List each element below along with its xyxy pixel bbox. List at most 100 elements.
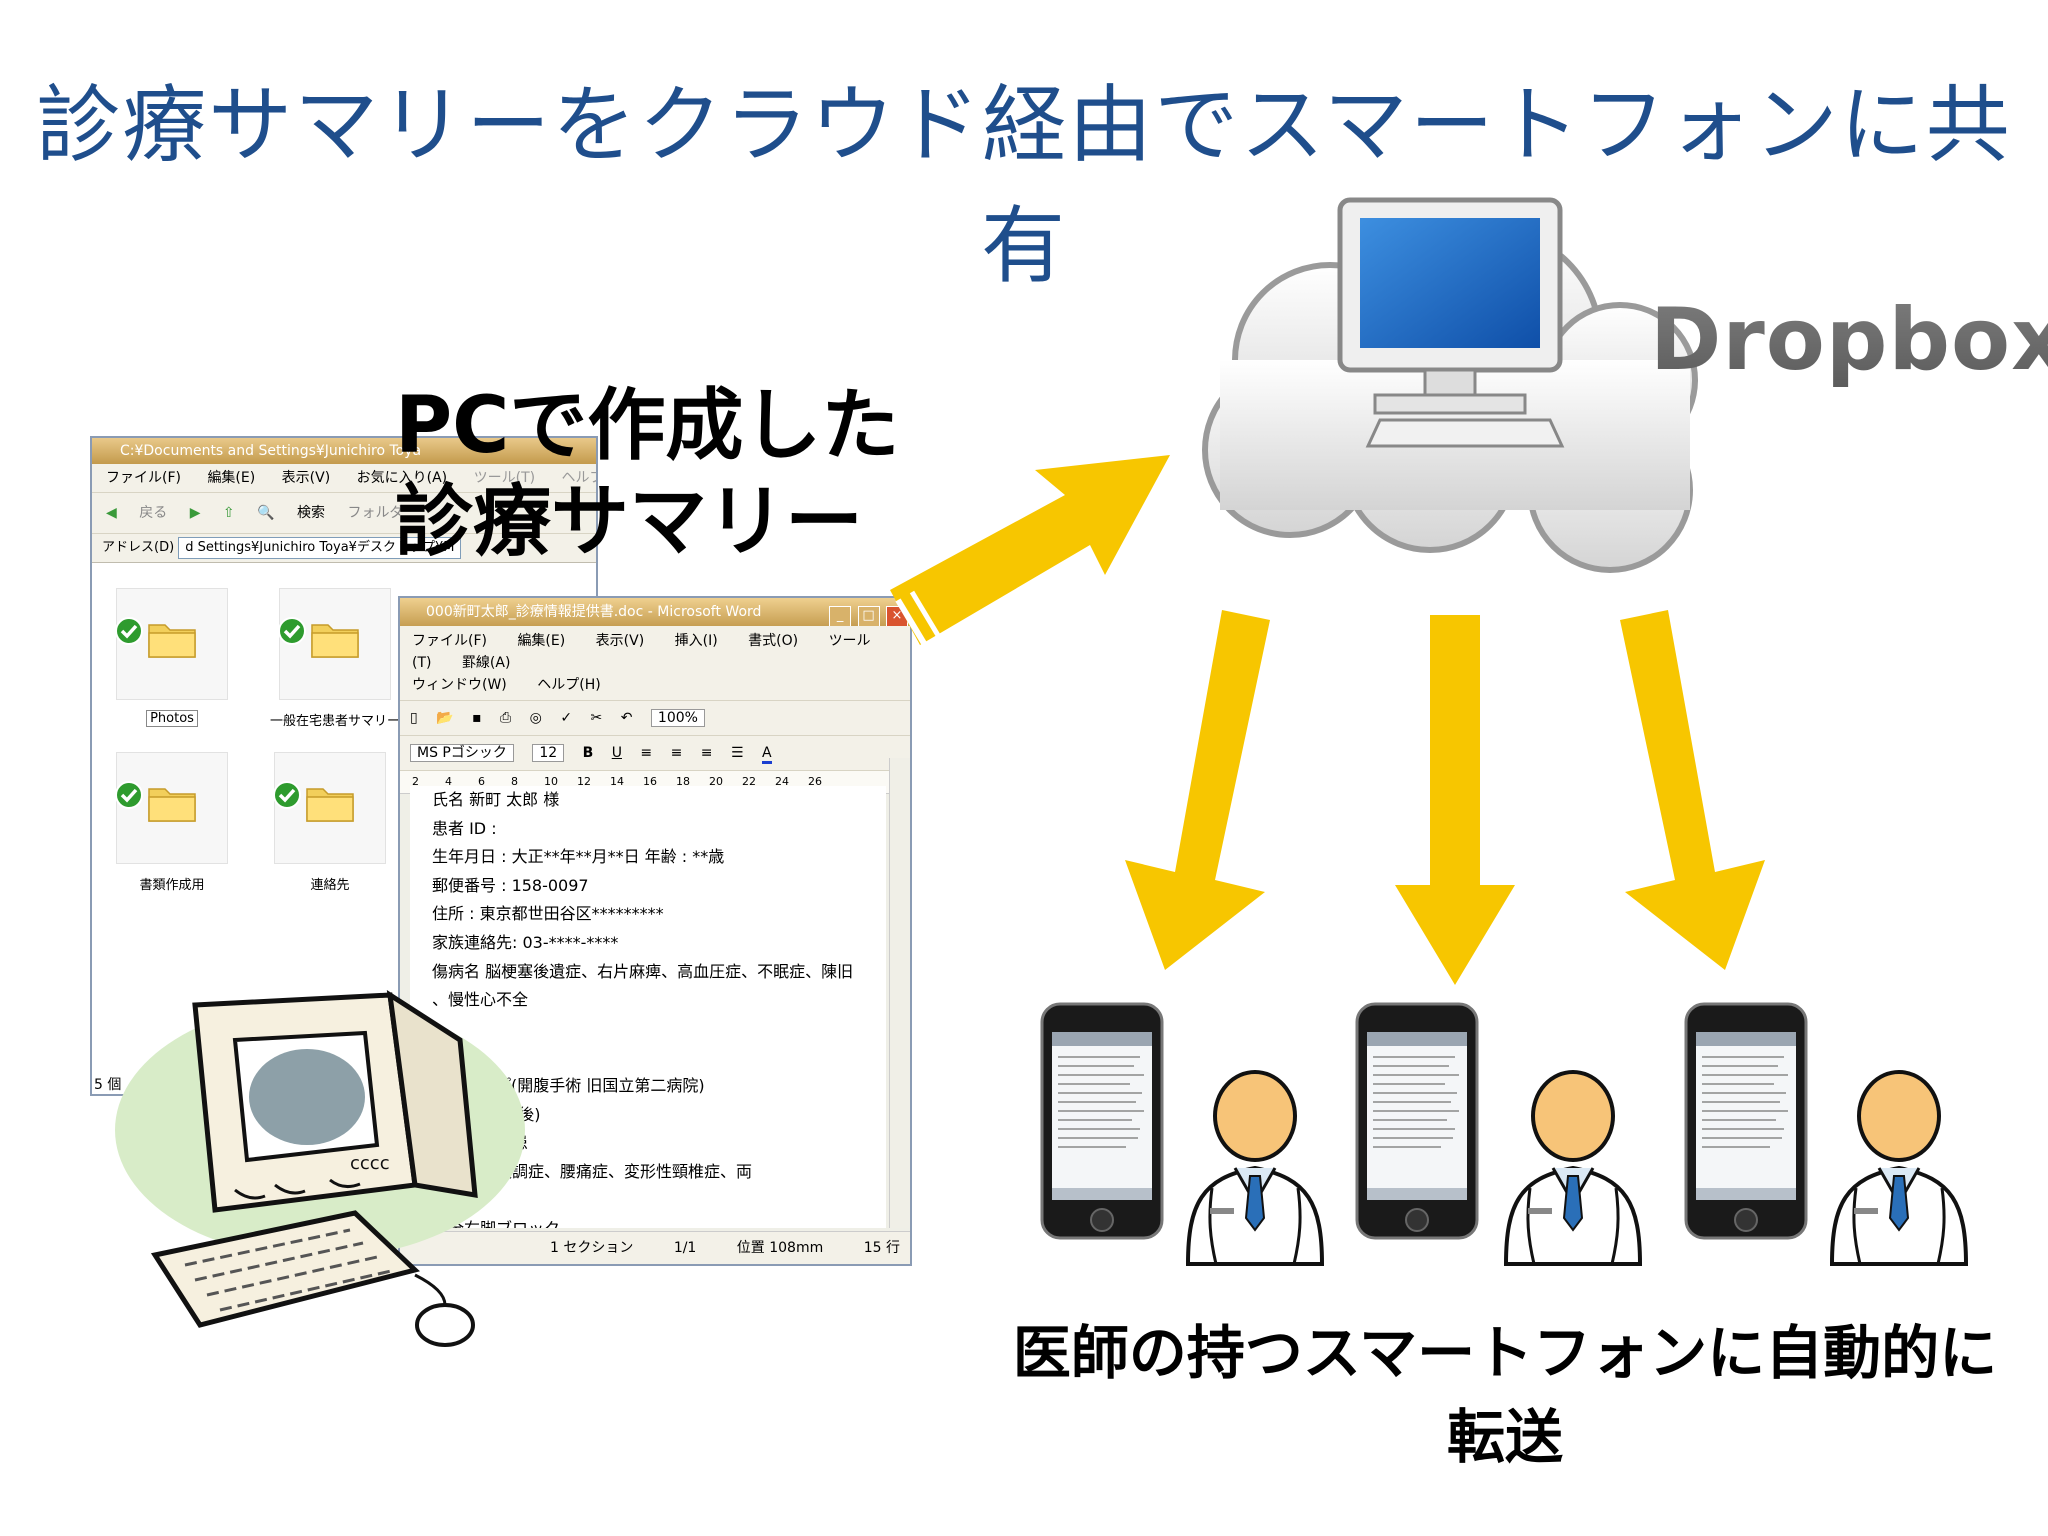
menu-view[interactable]: 表示(V) <box>595 633 645 649</box>
preview-icon[interactable]: ◎ <box>529 710 542 726</box>
ruler-tick: 24 <box>775 775 789 788</box>
list-icon[interactable]: ☰ <box>730 745 744 761</box>
align-left-icon[interactable]: ≡ <box>640 745 653 761</box>
menu-edit[interactable]: 編集(E) <box>207 470 256 486</box>
ruler-tick: 6 <box>478 775 485 788</box>
download-arrow-left <box>1125 610 1270 970</box>
print-icon[interactable]: ⎙ <box>500 710 512 726</box>
retro-computer-clipart: cccc <box>115 989 525 1347</box>
status-line: 15 行 <box>863 1240 900 1256</box>
doc-line: 住所 : 東京都世田谷区********* <box>432 904 664 924</box>
menu-help[interactable]: ヘルプ <box>561 470 596 486</box>
menu-insert[interactable]: 挿入(I) <box>674 633 718 649</box>
back-button[interactable]: 戻る <box>139 505 168 521</box>
doc-line: 郵便番号 : 158-0097 <box>432 875 589 895</box>
upload-arrow <box>890 455 1170 652</box>
ruler-tick: 2 <box>412 775 419 788</box>
folder-item[interactable]: 一般在宅患者サマリー <box>250 588 420 729</box>
status-page: 1/1 <box>673 1240 697 1256</box>
back-icon[interactable]: ◀ <box>106 505 117 521</box>
sync-check-icon <box>115 781 143 809</box>
maximize-button[interactable]: □ <box>857 606 880 626</box>
font-color-icon[interactable]: A <box>762 745 772 764</box>
ruler-tick: 14 <box>610 775 624 788</box>
minimize-button[interactable]: _ <box>829 606 852 626</box>
cut-icon[interactable]: ✂ <box>590 710 603 726</box>
standard-toolbar: ▯ 📂 ▪ ⎙ ◎ ✓ ✂ ↶ 100% <box>400 701 910 736</box>
word-menubar: ファイル(F) 編集(E) 表示(V) 挿入(I) 書式(O) ツール(T) 罫… <box>400 626 910 701</box>
ruler-tick: 20 <box>709 775 723 788</box>
ruler-tick: 10 <box>544 775 558 788</box>
vertical-scrollbar[interactable] <box>889 758 910 1228</box>
search-button[interactable]: 検索 <box>297 505 325 521</box>
doctor-icon <box>1829 1070 1969 1266</box>
folder-label: 連絡先 <box>310 878 350 893</box>
address-input[interactable]: d Settings¥Junichiro Toya¥デスクトップ¥M <box>178 536 462 559</box>
explorer-toolbar: ◀ 戻る ▶ ⇧ 🔍 検索 フォルダ <box>92 493 596 534</box>
doc-line: 完全右脚ブロック <box>410 1215 886 1228</box>
underline-button[interactable]: U <box>611 745 622 761</box>
download-arrow-right <box>1620 610 1765 970</box>
pc-caption: PCで作成した 診療サマリー <box>395 378 955 570</box>
ruler-tick: 22 <box>742 775 756 788</box>
sync-check-icon <box>115 617 143 645</box>
doctor-icon <box>1185 1070 1325 1266</box>
font-name-select[interactable]: MS Pゴシック <box>410 744 514 762</box>
folder-item[interactable]: Photos <box>102 588 242 727</box>
menu-tools[interactable]: ツール(T) <box>473 470 536 486</box>
zoom-select[interactable]: 100% <box>650 709 705 727</box>
folder-label: 一般在宅患者サマリー <box>269 714 400 729</box>
menu-view[interactable]: 表示(V) <box>281 470 331 486</box>
ruler-tick: 16 <box>643 775 657 788</box>
dropbox-logo: Dropbox <box>1650 290 2048 390</box>
status-position: 位置 108mm <box>736 1240 824 1256</box>
bottom-caption: 医師の持つスマートフォンに自動的に転送 <box>1012 1319 1998 1471</box>
status-section: 1 セクション <box>550 1240 634 1256</box>
menu-edit[interactable]: 編集(E) <box>517 633 566 649</box>
forward-icon[interactable]: ▶ <box>189 505 201 521</box>
ruler-tick: 12 <box>577 775 591 788</box>
doctor-icon <box>1503 1070 1643 1266</box>
explorer-titlebar: C:¥Documents and Settings¥Junichiro Toya <box>92 438 596 464</box>
search-icon: 🔍 <box>257 505 275 521</box>
sync-check-icon <box>273 781 301 809</box>
font-size-select[interactable]: 12 <box>532 744 565 762</box>
word-statusbar: 1 セクション 1/1 位置 108mm 15 行 <box>400 1231 910 1264</box>
menu-file[interactable]: ファイル(F) <box>106 470 181 486</box>
bold-button[interactable]: B <box>582 745 594 761</box>
save-icon[interactable]: ▪ <box>472 710 482 726</box>
new-doc-icon[interactable]: ▯ <box>410 710 418 726</box>
menu-tools[interactable]: ツール(T) <box>412 633 871 671</box>
explorer-status: 5 個 <box>94 1077 122 1093</box>
menu-format[interactable]: 書式(O) <box>748 633 799 649</box>
menu-help[interactable]: ヘルプ(H) <box>537 677 601 693</box>
folder-icon <box>148 624 196 658</box>
doc-line: 家族連絡先: 03-****-**** <box>432 932 619 952</box>
menu-table[interactable]: 罫線(A) <box>461 655 511 671</box>
smartphone-icon <box>1040 1002 1164 1240</box>
folder-item[interactable]: 連絡先 <box>260 752 400 893</box>
pc-caption-line2: 診療サマリー <box>395 477 864 567</box>
word-title: 000新町太郎_診療情報提供書.doc - Microsoft Word <box>426 604 762 620</box>
align-center-icon[interactable]: ≡ <box>670 745 683 761</box>
svg-text:cccc: cccc <box>350 1153 390 1174</box>
menu-file[interactable]: ファイル(F) <box>412 633 487 649</box>
word-titlebar: 000新町太郎_診療情報提供書.doc - Microsoft Word _ □… <box>400 598 910 626</box>
ruler-tick: 8 <box>511 775 518 788</box>
undo-icon[interactable]: ↶ <box>620 710 633 726</box>
cloud-server-icon <box>1202 197 1698 573</box>
folder-button[interactable]: フォルダ <box>347 505 404 521</box>
menu-favorites[interactable]: お気に入り(A) <box>356 470 448 486</box>
folder-item[interactable]: 書類作成用 <box>102 752 242 893</box>
explorer-menubar: ファイル(F) 編集(E) 表示(V) お気に入り(A) ツール(T) ヘルプ <box>92 464 596 493</box>
folder-label: 書類作成用 <box>139 878 205 893</box>
spell-icon[interactable]: ✓ <box>560 710 573 726</box>
align-right-icon[interactable]: ≡ <box>700 745 713 761</box>
ruler-tick: 4 <box>445 775 452 788</box>
menu-window[interactable]: ウィンドウ(W) <box>412 677 507 693</box>
doc-line: 生年月日 : 大正**年**月**日 年齢 : **歳 <box>432 847 725 867</box>
open-icon[interactable]: 📂 <box>436 710 454 726</box>
folder-icon <box>306 788 354 822</box>
doc-line: 氏名 新町 太郎 様 <box>432 790 560 809</box>
up-folder-icon[interactable]: ⇧ <box>222 505 235 521</box>
